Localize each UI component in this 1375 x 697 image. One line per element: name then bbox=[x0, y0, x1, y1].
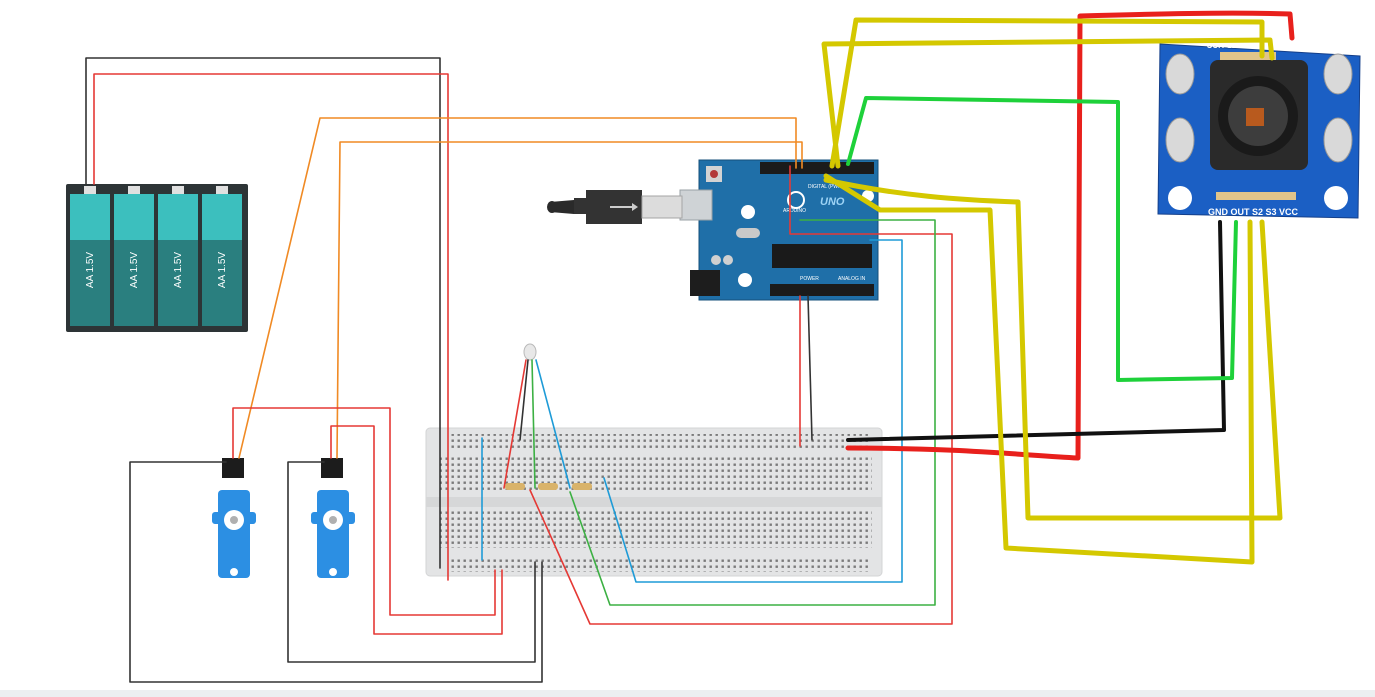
wire-servo-right-ground[interactable] bbox=[287, 461, 536, 663]
wire-sensor-s3[interactable] bbox=[823, 173, 1255, 565]
wire-led-green-signal[interactable] bbox=[569, 219, 936, 606]
arduino-model-label: UNO bbox=[820, 196, 845, 208]
wire-servo-left-ground[interactable] bbox=[129, 461, 543, 683]
wire-led-red-signal[interactable] bbox=[529, 165, 953, 625]
battery-cell-label: AA 1.5V bbox=[129, 252, 140, 288]
sensor-bottom-pins-label: GND OUT S2 S3 VCC bbox=[1208, 207, 1299, 217]
usb-icon bbox=[610, 203, 638, 211]
wire-battery-red[interactable] bbox=[93, 73, 449, 581]
wire-battery-black[interactable] bbox=[85, 57, 441, 569]
sensor-led-top-left bbox=[1165, 53, 1195, 95]
usb-cable[interactable] bbox=[547, 190, 683, 224]
wire-arduino-gnd[interactable] bbox=[807, 295, 813, 441]
resistor-3 bbox=[572, 483, 592, 490]
resistor-1 bbox=[505, 483, 525, 490]
wire-sensor-out[interactable] bbox=[846, 96, 1238, 382]
arduino-brand-label: ARDUINO bbox=[783, 208, 806, 214]
rgb-led[interactable] bbox=[523, 343, 537, 361]
wire-led-black[interactable] bbox=[519, 359, 529, 441]
servo-left[interactable] bbox=[212, 458, 256, 578]
sensor-top-pins-label: GND S1 S0 LED VCC bbox=[1207, 40, 1286, 49]
breadboard[interactable] bbox=[425, 427, 883, 577]
power-header-label: POWER bbox=[800, 276, 819, 282]
battery-cell: AA 1.5V bbox=[114, 186, 154, 326]
battery-cell-label: AA 1.5V bbox=[217, 252, 228, 288]
wire-led-blue-signal[interactable] bbox=[603, 239, 903, 583]
battery-cell-label: AA 1.5V bbox=[85, 252, 96, 288]
status-bar bbox=[0, 690, 1375, 697]
wire-servo-right-power[interactable] bbox=[330, 425, 503, 635]
resistor-2 bbox=[538, 483, 558, 490]
wire-servo-left-power[interactable] bbox=[232, 407, 496, 616]
sensor-led-bottom-left bbox=[1165, 117, 1195, 163]
servo-right[interactable] bbox=[311, 458, 355, 578]
battery-cell: AA 1.5V bbox=[202, 186, 242, 326]
wire-led-blue[interactable] bbox=[535, 359, 571, 489]
wire-led-red[interactable] bbox=[503, 359, 527, 489]
battery-cell-label: AA 1.5V bbox=[173, 252, 184, 288]
wire-servo-left-signal[interactable] bbox=[238, 117, 797, 459]
sensor-led-top-right bbox=[1323, 53, 1353, 95]
wire-sensor-vcc[interactable] bbox=[845, 10, 1295, 461]
wire-sensor-s0[interactable] bbox=[821, 37, 1275, 169]
battery-pack[interactable]: AA 1.5V AA 1.5V AA 1.5V AA 1.5V bbox=[66, 184, 248, 332]
digital-header-label: DIGITAL (PWM~) bbox=[808, 184, 847, 190]
battery-cell: AA 1.5V bbox=[70, 186, 110, 326]
wire-led-green[interactable] bbox=[531, 359, 536, 489]
wire-sensor-gnd[interactable] bbox=[846, 220, 1226, 442]
wire-sensor-s2[interactable] bbox=[823, 177, 1283, 521]
wire-sensor-s1[interactable] bbox=[829, 17, 1265, 169]
sensor-led-bottom-right bbox=[1323, 117, 1353, 163]
battery-cell: AA 1.5V bbox=[158, 186, 198, 326]
wires[interactable] bbox=[85, 10, 1295, 683]
analog-header-label: ANALOG IN bbox=[838, 276, 866, 282]
color-sensor-module[interactable]: GND S1 S0 LED VCC GND OUT S2 S3 VCC bbox=[1152, 34, 1366, 234]
arduino-board[interactable]: ARDUINO UNO DIGITAL (PWM~) POWER ANALOG … bbox=[679, 159, 879, 301]
wire-servo-right-signal[interactable] bbox=[336, 141, 803, 459]
